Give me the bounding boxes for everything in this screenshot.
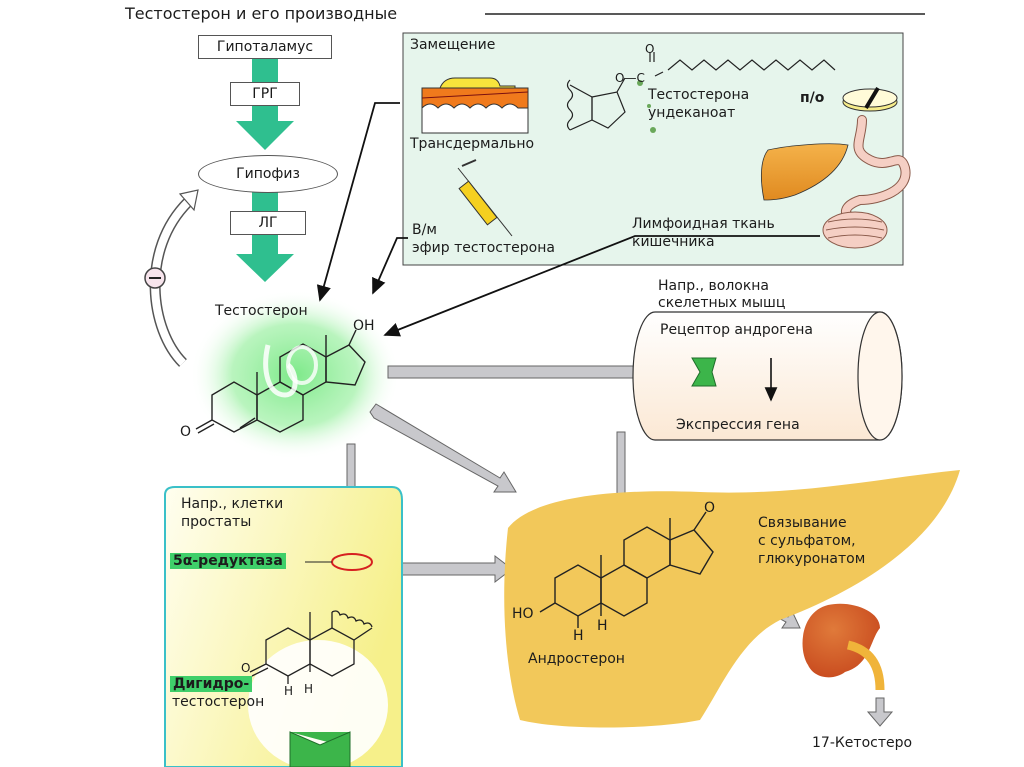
dht-h2: H bbox=[304, 682, 314, 696]
prostate-label-line2: простаты bbox=[181, 514, 252, 530]
testosterone-oh: OH bbox=[353, 318, 375, 334]
liver-shape bbox=[504, 470, 960, 728]
im-label-line2: эфир тестостерона bbox=[412, 240, 555, 256]
grh-box: ГРГ bbox=[230, 82, 300, 106]
arrow-kidney-output bbox=[866, 697, 894, 727]
conjugation-label-line1: Связывание bbox=[758, 515, 847, 531]
dht-label-line2: тестостерон bbox=[172, 694, 265, 710]
oral-label: п/о bbox=[800, 90, 825, 106]
undecanoate-structure bbox=[566, 52, 836, 131]
androgen-receptor-label: Рецептор андрогена bbox=[660, 322, 813, 338]
testosterone-o: O bbox=[180, 424, 192, 440]
gene-expression-label: Экспрессия гена bbox=[676, 417, 800, 433]
undecanoate-label-line2: ундеканоат bbox=[648, 105, 736, 121]
androsterone-h2: H bbox=[597, 618, 608, 634]
stomach-intestine-icon bbox=[822, 115, 911, 249]
androsterone-structure bbox=[539, 511, 714, 628]
ester-o-top: O bbox=[645, 42, 655, 56]
im-label-line1: В/м bbox=[412, 222, 437, 238]
muscle-label-line2: скелетных мышц bbox=[658, 295, 786, 311]
lh-box: ЛГ bbox=[230, 211, 306, 235]
lymph-label-line1: Лимфоидная ткань bbox=[632, 216, 775, 232]
conjugation-label-line2: с сульфатом, bbox=[758, 533, 856, 549]
lymph-label-line2: кишечника bbox=[632, 234, 715, 250]
hypothalamus-box: Гипоталамус bbox=[198, 35, 332, 59]
testosterone-structure bbox=[195, 329, 366, 434]
negative-feedback-arrow bbox=[144, 189, 199, 367]
androgen-receptor-icon bbox=[691, 357, 717, 387]
muscle-label-line1: Напр., волокна bbox=[658, 278, 770, 294]
dht-structure bbox=[249, 610, 373, 684]
undecanoate-label-line1: Тестостерона bbox=[648, 87, 750, 103]
androsterone-ho: HO bbox=[512, 606, 534, 622]
dht-o: O bbox=[241, 661, 251, 675]
replacement-arrows bbox=[316, 102, 820, 337]
testosterone-label: Тестостерон bbox=[215, 303, 308, 319]
dht-h1: H bbox=[284, 684, 294, 698]
arrow-to-liver bbox=[369, 403, 517, 493]
conjugation-label-line3: глюкуронатом bbox=[758, 551, 866, 567]
androsterone-label: Андростерон bbox=[528, 651, 625, 667]
ester-o-c: O—C bbox=[615, 71, 645, 85]
liver-small-icon bbox=[760, 143, 849, 201]
ketosteroids-label: 17-Кетостеро bbox=[812, 735, 913, 751]
prostate-label-line1: Напр., клетки bbox=[181, 496, 284, 512]
5alpha-reductase-label: 5α-редуктаза bbox=[170, 553, 286, 570]
oral-tablet-icon bbox=[842, 86, 898, 112]
pituitary-ellipse: Гипофиз bbox=[198, 155, 338, 193]
dht-label-line1: Дигидро- bbox=[170, 676, 253, 693]
syringe-icon bbox=[457, 159, 513, 237]
green-dots bbox=[637, 80, 656, 133]
transdermal-patch-icon bbox=[421, 77, 529, 134]
androsterone-o: O bbox=[704, 500, 716, 516]
androsterone-h1: H bbox=[573, 628, 584, 644]
hormone-axis-arrows bbox=[236, 58, 294, 282]
page-title: Тестостерон и его производные bbox=[125, 4, 398, 23]
transdermal-label: Трансдермально bbox=[410, 136, 535, 152]
kidney-icon bbox=[802, 603, 885, 691]
muscle-fiber-cylinder bbox=[632, 311, 903, 441]
replacement-heading: Замещение bbox=[410, 37, 496, 53]
